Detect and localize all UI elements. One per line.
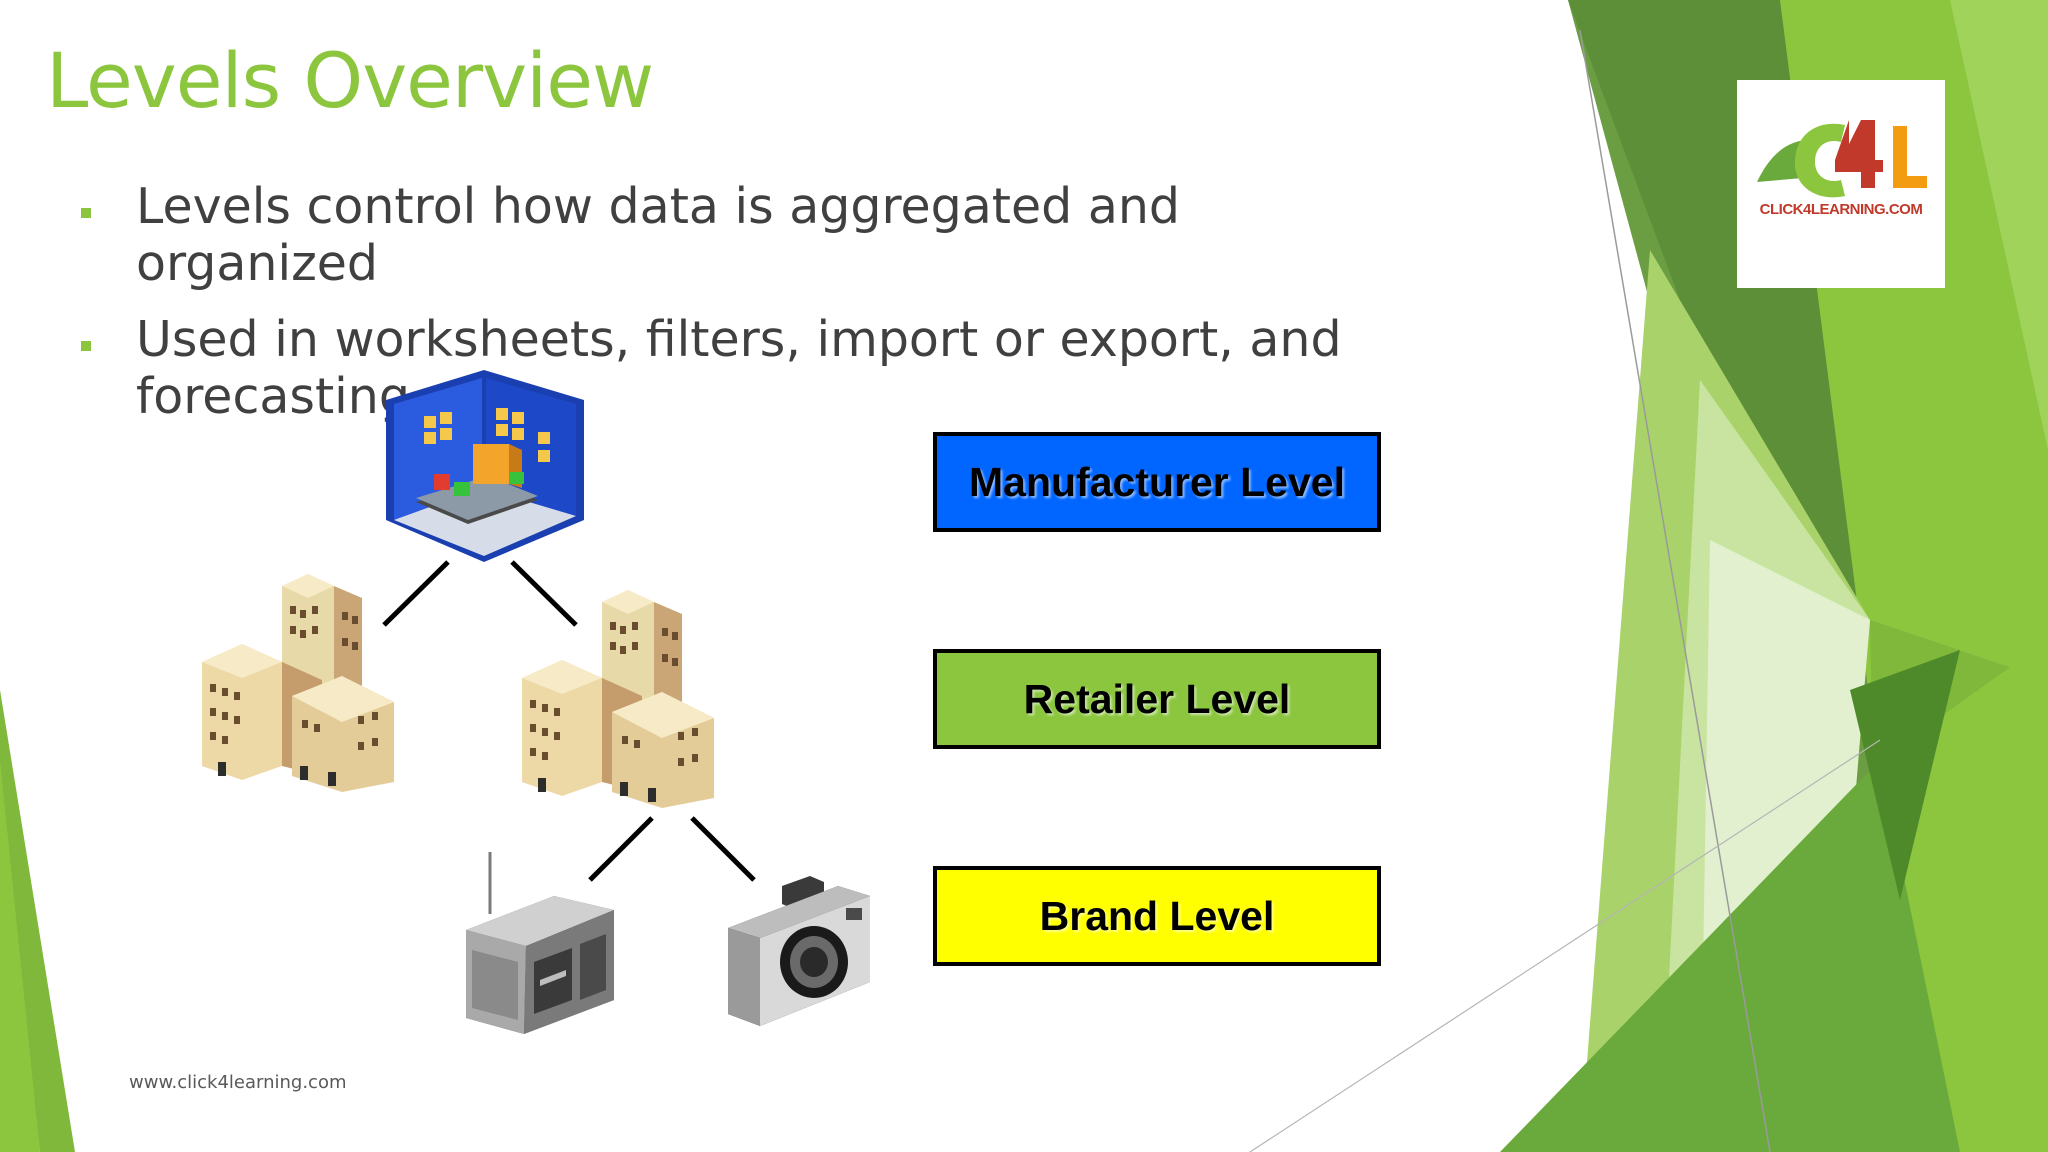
bullet-item: Levels control how data is aggregated an…: [78, 178, 1378, 292]
level-label: Manufacturer Level: [969, 458, 1345, 505]
retailer-level-box: Retailer Level: [933, 649, 1381, 749]
click4learning-logo: CLICK4LEARNING.COM: [1737, 80, 1945, 288]
camera-icon: [728, 876, 870, 1026]
buildings-icon: [202, 574, 394, 792]
bullet-text: Used in worksheets, filters, import or e…: [136, 311, 1342, 425]
radio-icon: [466, 852, 614, 1034]
bullet-text: Levels control how data is aggregated an…: [136, 178, 1181, 292]
buildings-icon: [522, 590, 714, 808]
hierarchy-connectors: [382, 560, 756, 882]
bullet-list: Levels control how data is aggregated an…: [78, 178, 1378, 444]
level-label: Retailer Level: [1023, 675, 1291, 722]
bullet-item: Used in worksheets, filters, import or e…: [78, 311, 1378, 425]
level-label: Brand Level: [1039, 892, 1275, 939]
bullet-square-icon: [81, 208, 91, 218]
bullet-square-icon: [81, 341, 91, 351]
brand-level-box: Brand Level: [933, 866, 1381, 966]
manufacturer-level-box: Manufacturer Level: [933, 432, 1381, 532]
factory-icon: [386, 370, 584, 562]
slide-title: Levels Overview: [46, 36, 654, 125]
logo-text: CLICK4LEARNING.COM: [1759, 201, 1923, 218]
c4l-logo-icon: [1757, 120, 1927, 198]
footer-url: www.click4learning.com: [129, 1072, 347, 1093]
